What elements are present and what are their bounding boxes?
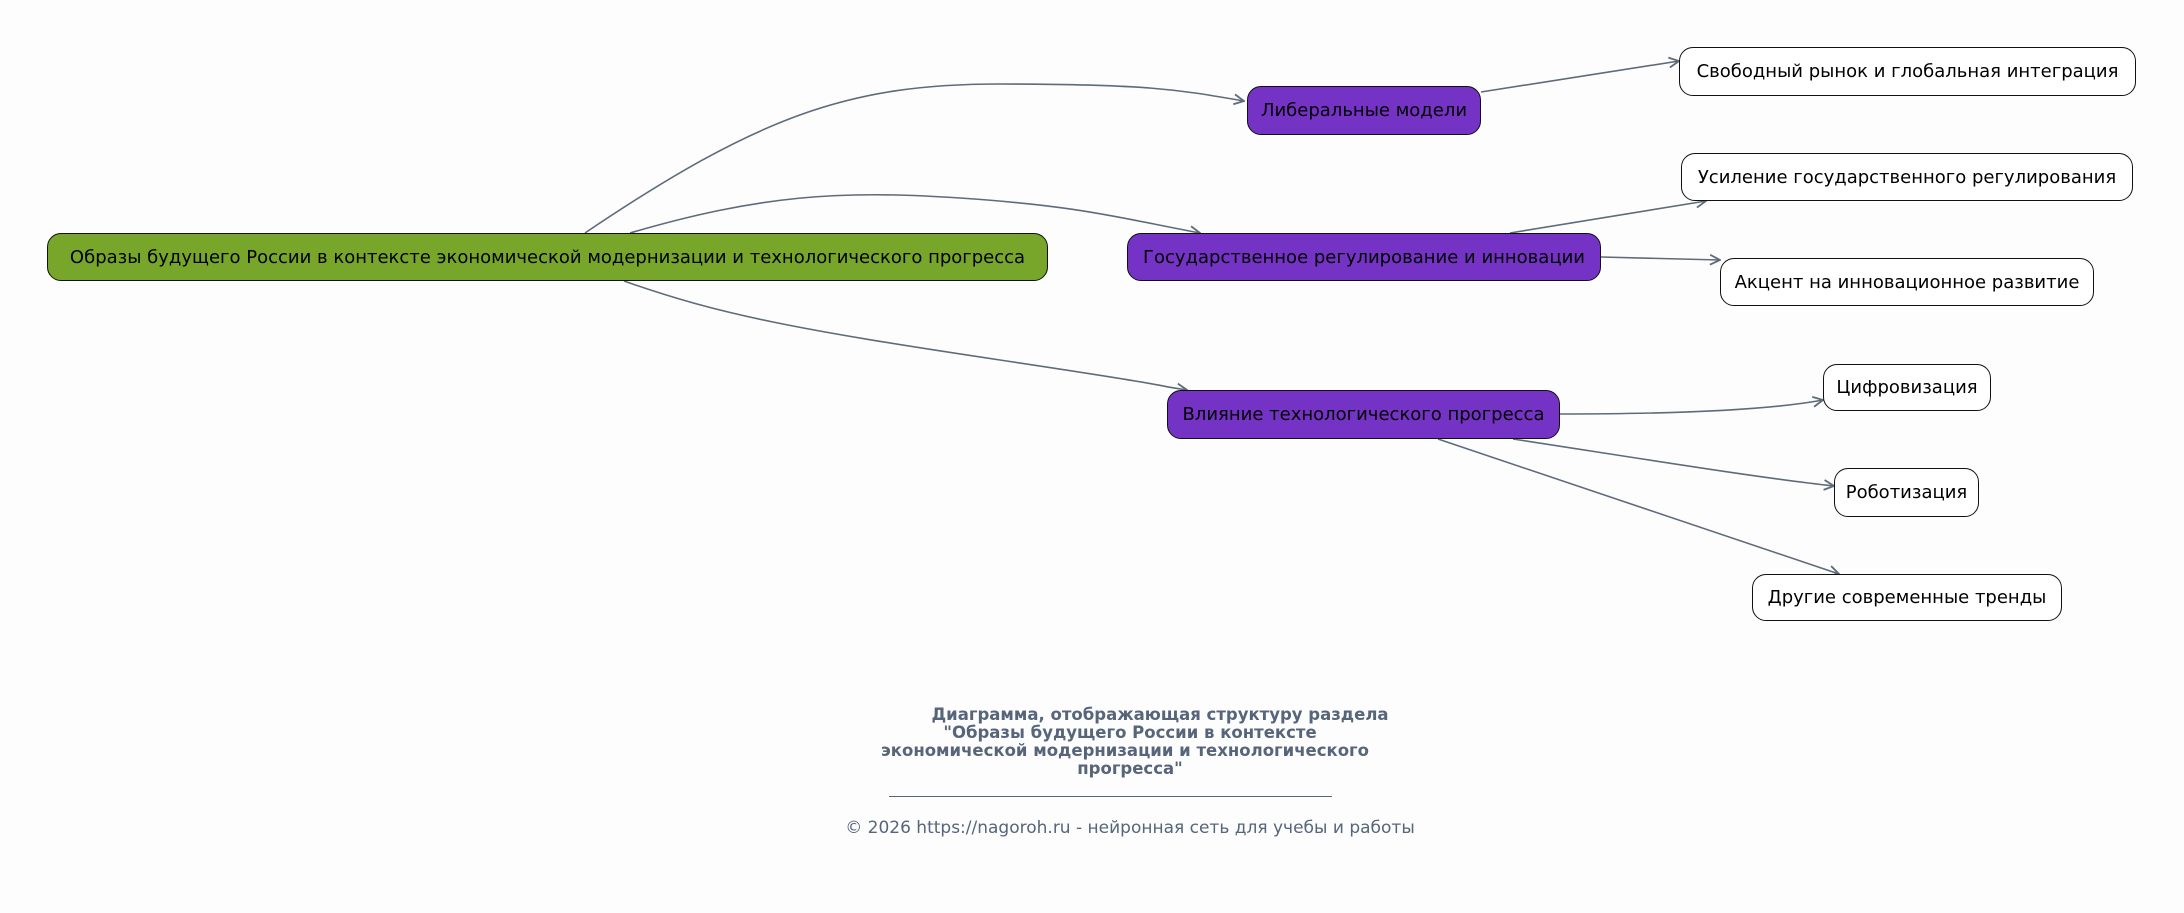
copyright-footer: © 2026 https://nagoroh.ru - нейронная се…: [845, 818, 1415, 838]
root-node[interactable]: Образы будущего России в контексте эконо…: [47, 233, 1048, 281]
edge-root-liberal: [584, 83, 1244, 234]
root-label: Образы будущего России в контексте эконо…: [69, 246, 1026, 268]
branch-state-regulation[interactable]: Государственное регулирование и инноваци…: [1127, 233, 1601, 281]
leaf-other-trends[interactable]: Другие современные тренды: [1752, 574, 2062, 621]
branch-label: Государственное регулирование и инноваци…: [1143, 246, 1585, 268]
caption-line: "Образы будущего России в контексте: [943, 723, 1317, 742]
branch-liberal-models[interactable]: Либеральные модели: [1247, 86, 1481, 135]
leaf-label: Другие современные тренды: [1767, 587, 2047, 608]
leaf-label: Роботизация: [1845, 482, 1968, 503]
caption-line: Диаграмма, отображающая структуру раздел…: [931, 705, 1389, 724]
edge-tech-other: [1437, 438, 1839, 574]
leaf-robotization[interactable]: Роботизация: [1834, 468, 1979, 517]
branch-label: Влияние технологического прогресса: [1182, 404, 1545, 425]
leaf-label: Свободный рынок и глобальная интеграция: [1696, 61, 2119, 82]
leaf-innovation[interactable]: Акцент на инновационное развитие: [1720, 258, 2094, 306]
edge-root-state: [629, 193, 1200, 233]
leaf-label: Цифровизация: [1836, 377, 1978, 398]
edge-state-regulation: [1509, 201, 1706, 234]
leaf-state-regulation[interactable]: Усиление государственного регулирования: [1681, 153, 2133, 201]
edge-state-innovation: [1600, 257, 1720, 260]
branch-label: Либеральные модели: [1260, 100, 1468, 121]
leaf-label: Усиление государственного регулирования: [1697, 166, 2117, 188]
edge-liberal-market: [1480, 61, 1679, 93]
edge-tech-robot: [1512, 438, 1834, 486]
branch-tech-progress[interactable]: Влияние технологического прогресса: [1167, 390, 1560, 439]
caption-divider: [889, 796, 1332, 797]
diagram-caption: Диаграмма, отображающая структуру раздел…: [780, 706, 1480, 778]
leaf-label: Акцент на инновационное развитие: [1734, 271, 2080, 293]
leaf-free-market[interactable]: Свободный рынок и глобальная интеграция: [1679, 47, 2136, 96]
caption-line: экономической модернизации и технологиче…: [881, 741, 1369, 760]
caption-line: прогресса": [1077, 759, 1183, 778]
leaf-digitalization[interactable]: Цифровизация: [1823, 364, 1991, 411]
edge-root-tech: [623, 280, 1187, 390]
edge-tech-digital: [1559, 400, 1823, 415]
